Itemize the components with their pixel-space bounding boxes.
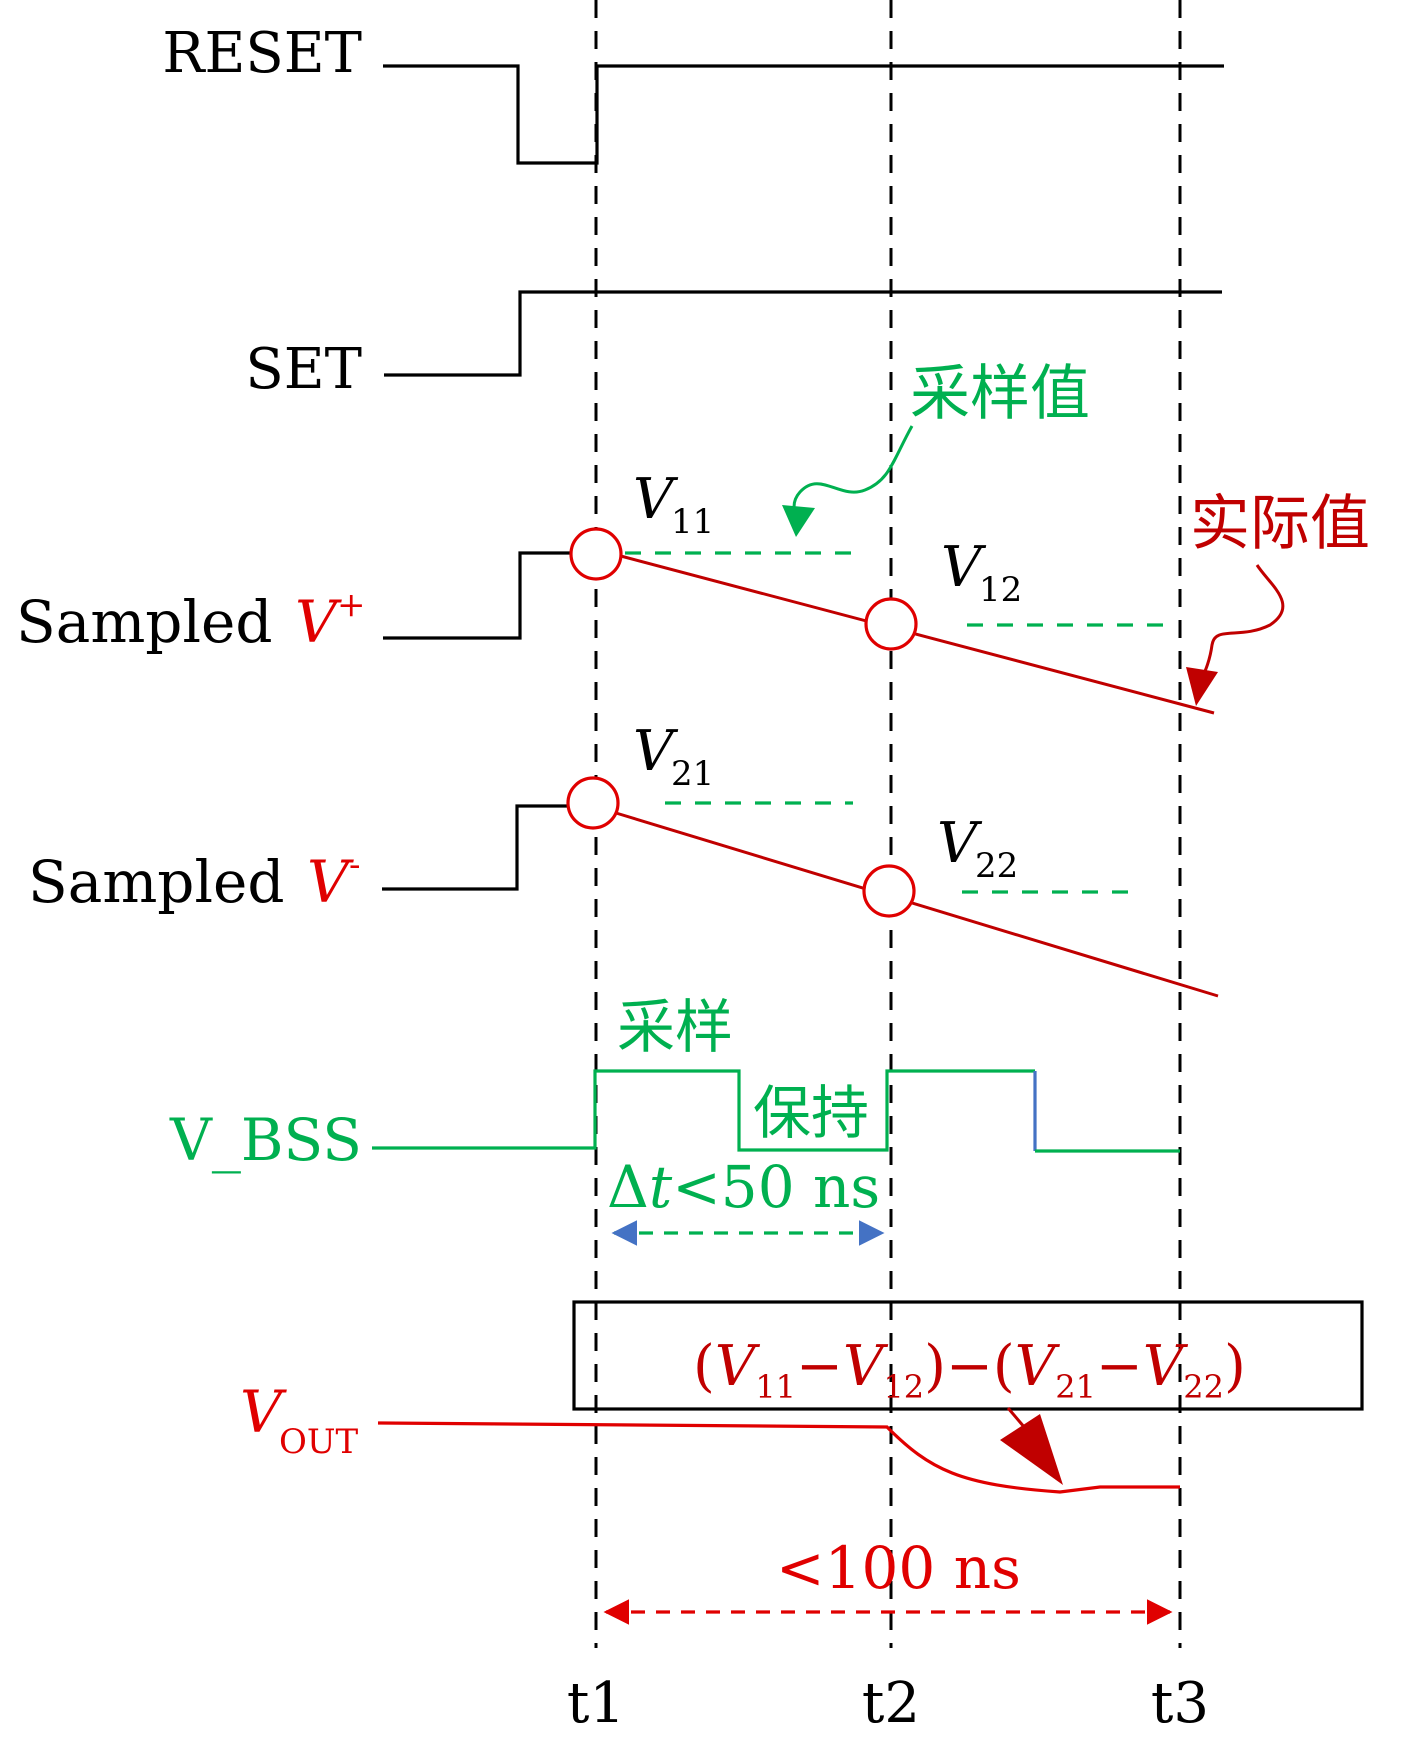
sampled-vplus-label: Sampled	[16, 588, 272, 656]
sampled-value-arrowhead	[782, 505, 815, 537]
vout-arrow-shaft	[1006, 1407, 1027, 1429]
v21-letter: V	[633, 719, 679, 784]
v11-subscript: 11	[671, 502, 714, 542]
actual-value-label: 实际值	[1190, 489, 1370, 559]
vout-subscript: OUT	[279, 1422, 359, 1462]
sample-point-v22	[862, 864, 916, 918]
vminus-symbol: V	[307, 848, 354, 916]
time-label-t2: t2	[862, 1671, 920, 1736]
reset-label: RESET	[162, 21, 362, 86]
set-waveform	[384, 290, 1222, 377]
vplus-sign: +	[337, 585, 366, 625]
set-label: SET	[245, 337, 362, 402]
hold-phase-label: 保持	[753, 1079, 869, 1147]
sampled-vplus-waveform	[383, 551, 571, 640]
time-label-t1: t1	[567, 1671, 625, 1736]
v11-letter: V	[633, 467, 679, 532]
vminus-sign: -	[349, 845, 361, 885]
v22-subscript: 22	[975, 846, 1018, 886]
vbss-waveform	[372, 1069, 1035, 1152]
reset-waveform	[383, 64, 1224, 165]
vout-waveform	[377, 1421, 1180, 1494]
sample-point-v11	[569, 527, 623, 581]
sample-point-v21	[566, 776, 620, 830]
vbss-label: V_BSS	[169, 1106, 362, 1174]
actual-value-arrow	[1201, 564, 1285, 676]
vplus-symbol: V	[295, 588, 342, 656]
vout-arrowhead	[1000, 1414, 1063, 1485]
vminus-actual-line	[615, 811, 1219, 998]
sampled-value-arrow	[792, 425, 914, 521]
time-label-t3: t3	[1151, 1671, 1209, 1736]
delta-t-label: Δt<50 ns	[607, 1153, 880, 1221]
vout-letter: V	[240, 1378, 287, 1446]
v21-subscript: 21	[671, 754, 714, 794]
difference-formula-box	[572, 1300, 1364, 1411]
lt100-label: <100 ns	[776, 1534, 1021, 1602]
actual-value-arrowhead	[1186, 667, 1218, 706]
v22-letter: V	[937, 811, 983, 876]
sampled-vminus-label: Sampled	[28, 848, 284, 916]
v12-letter: V	[941, 535, 987, 600]
sample-phase-label: 采样	[617, 993, 733, 1061]
v12-subscript: 12	[979, 570, 1022, 610]
difference-formula: (V11−V12)−(V21−V22)	[693, 1334, 1246, 1406]
sampled-vminus-waveform	[382, 804, 569, 891]
sampled-value-label: 采样值	[910, 359, 1090, 429]
sample-point-v12	[864, 597, 918, 651]
